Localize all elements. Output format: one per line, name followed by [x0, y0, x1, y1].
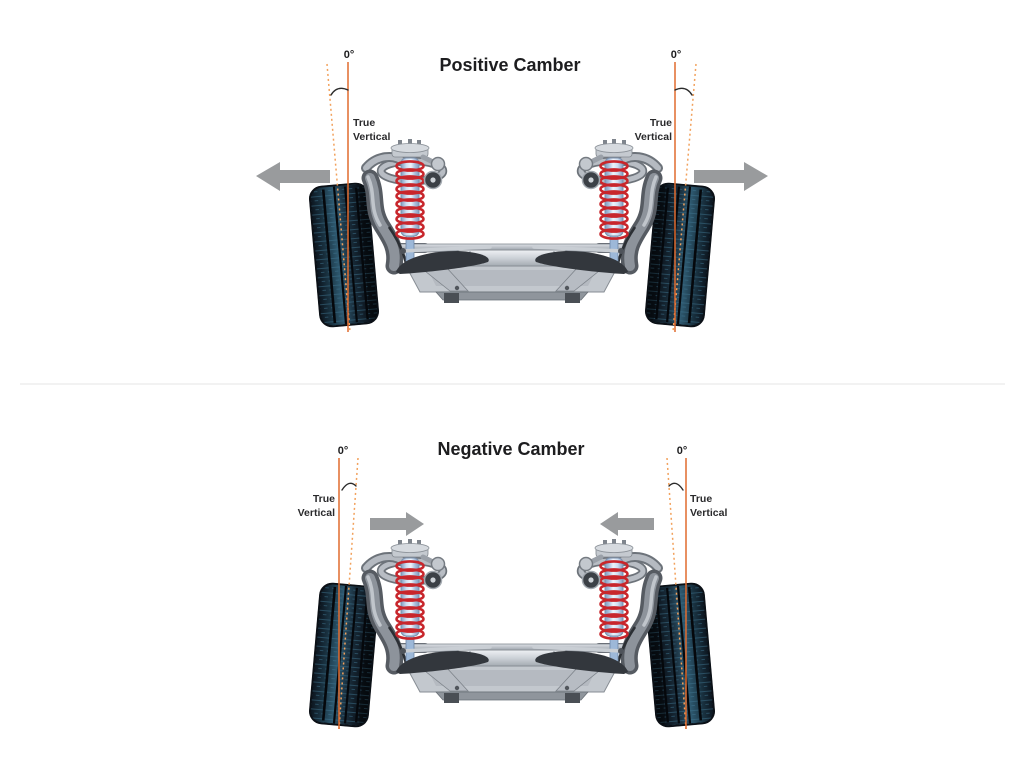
- zero-degree-label: 0°: [677, 445, 688, 457]
- camber-axis-dashed-line: [338, 457, 359, 730]
- zero-degree-label: 0°: [344, 49, 355, 61]
- right-outward-arrow-icon: [694, 162, 768, 191]
- left-inward-arrow-icon: [370, 512, 424, 536]
- suspension-assembly: [366, 539, 658, 703]
- left-outward-arrow-icon: [256, 162, 330, 191]
- positive-camber-title: Positive Camber: [439, 55, 580, 75]
- camber-angle-arc-icon: [341, 482, 357, 491]
- negative-camber-diagram: Negative Camber 0° True Vertical 0° True…: [298, 439, 727, 730]
- right-guide: 0° True Vertical: [635, 49, 697, 333]
- zero-degree-label: 0°: [671, 49, 682, 61]
- camber-axis-dashed-line: [666, 457, 687, 730]
- left-guide: 0° True Vertical: [326, 49, 390, 333]
- right-inward-arrow-icon: [600, 512, 654, 536]
- zero-degree-label: 0°: [338, 445, 349, 457]
- positive-camber-diagram: Positive Camber 0° True Vertical 0° True…: [256, 49, 768, 333]
- camber-angle-arc-icon: [330, 87, 349, 96]
- negative-camber-title: Negative Camber: [437, 439, 584, 459]
- true-vertical-label-line1: True: [690, 493, 712, 505]
- true-vertical-label-line2: Vertical: [690, 507, 727, 519]
- true-vertical-label-line2: Vertical: [298, 507, 335, 519]
- suspension-assembly: [366, 139, 658, 303]
- right-guide: 0° True Vertical: [666, 445, 727, 730]
- true-vertical-label-line1: True: [353, 117, 375, 129]
- true-vertical-label-line2: Vertical: [353, 131, 390, 143]
- true-vertical-label-line2: Vertical: [635, 131, 672, 143]
- camber-angle-arc-icon: [674, 87, 693, 96]
- true-vertical-label-line1: True: [313, 493, 335, 505]
- camber-angle-arc-icon: [668, 482, 684, 491]
- true-vertical-label-line1: True: [650, 117, 672, 129]
- left-guide: 0° True Vertical: [298, 445, 359, 730]
